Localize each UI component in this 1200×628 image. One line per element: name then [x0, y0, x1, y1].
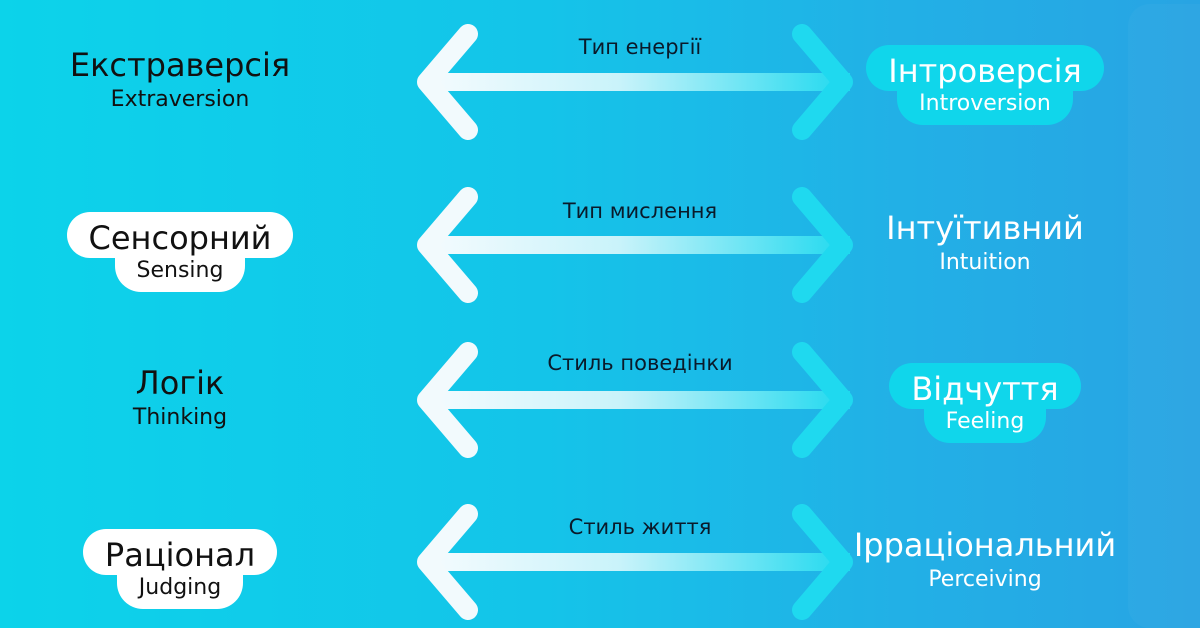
- double-arrow-icon: [417, 187, 853, 303]
- trait-title: Ірраціональний: [853, 526, 1117, 564]
- trait-title: Логік: [135, 364, 225, 402]
- trait-subtitle: Introversion: [897, 87, 1073, 125]
- trait-subtitle: Intuition: [939, 250, 1031, 275]
- double-arrow-icon: [417, 342, 853, 458]
- trait-title: Інтроверсія: [866, 45, 1104, 91]
- trait-subtitle: Thinking: [132, 405, 228, 430]
- trait-title: Сенсорний: [66, 212, 294, 258]
- trait-subtitle: Sensing: [114, 254, 246, 292]
- double-arrow-icon: [417, 24, 853, 140]
- trait-subtitle: Extraversion: [110, 87, 250, 112]
- trait-title: Екстраверсія: [69, 46, 291, 84]
- trait-title: Інтуїтивний: [886, 209, 1084, 247]
- trait-title: Відчуття: [889, 363, 1081, 409]
- trait-subtitle: Perceiving: [928, 567, 1042, 592]
- dichotomy-category: Тип мислення: [562, 199, 718, 223]
- trait-subtitle: Judging: [116, 571, 244, 609]
- dichotomy-category: Тип енергії: [578, 35, 702, 59]
- trait-subtitle: Feeling: [923, 405, 1047, 443]
- trait-title: Раціонал: [82, 529, 278, 575]
- dichotomy-category: Стиль життя: [568, 515, 712, 539]
- double-arrow-icon: [417, 504, 853, 620]
- dichotomy-category: Стиль поведінки: [547, 351, 733, 375]
